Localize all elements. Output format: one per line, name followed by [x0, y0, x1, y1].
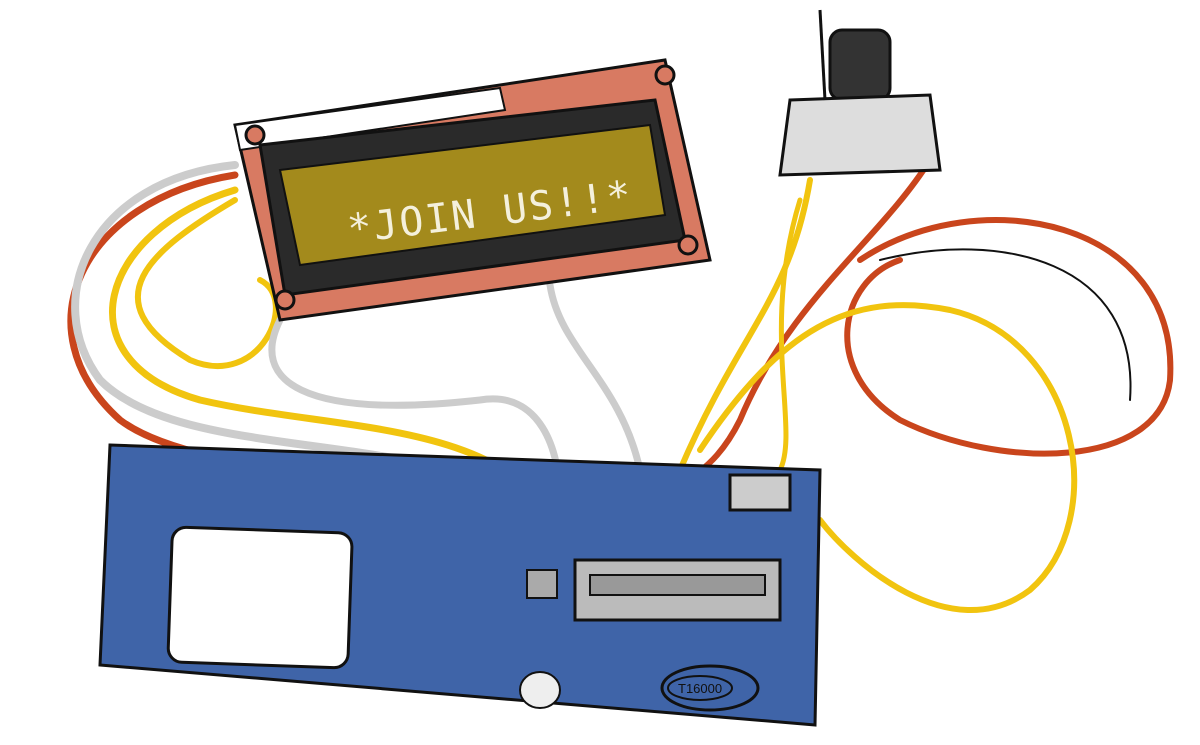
lcd-module: *JOIN US!!*: [233, 58, 712, 322]
crystal-label: T16000: [678, 681, 722, 696]
arduino-board: T16000: [98, 443, 822, 727]
potentiometer: [778, 9, 942, 177]
